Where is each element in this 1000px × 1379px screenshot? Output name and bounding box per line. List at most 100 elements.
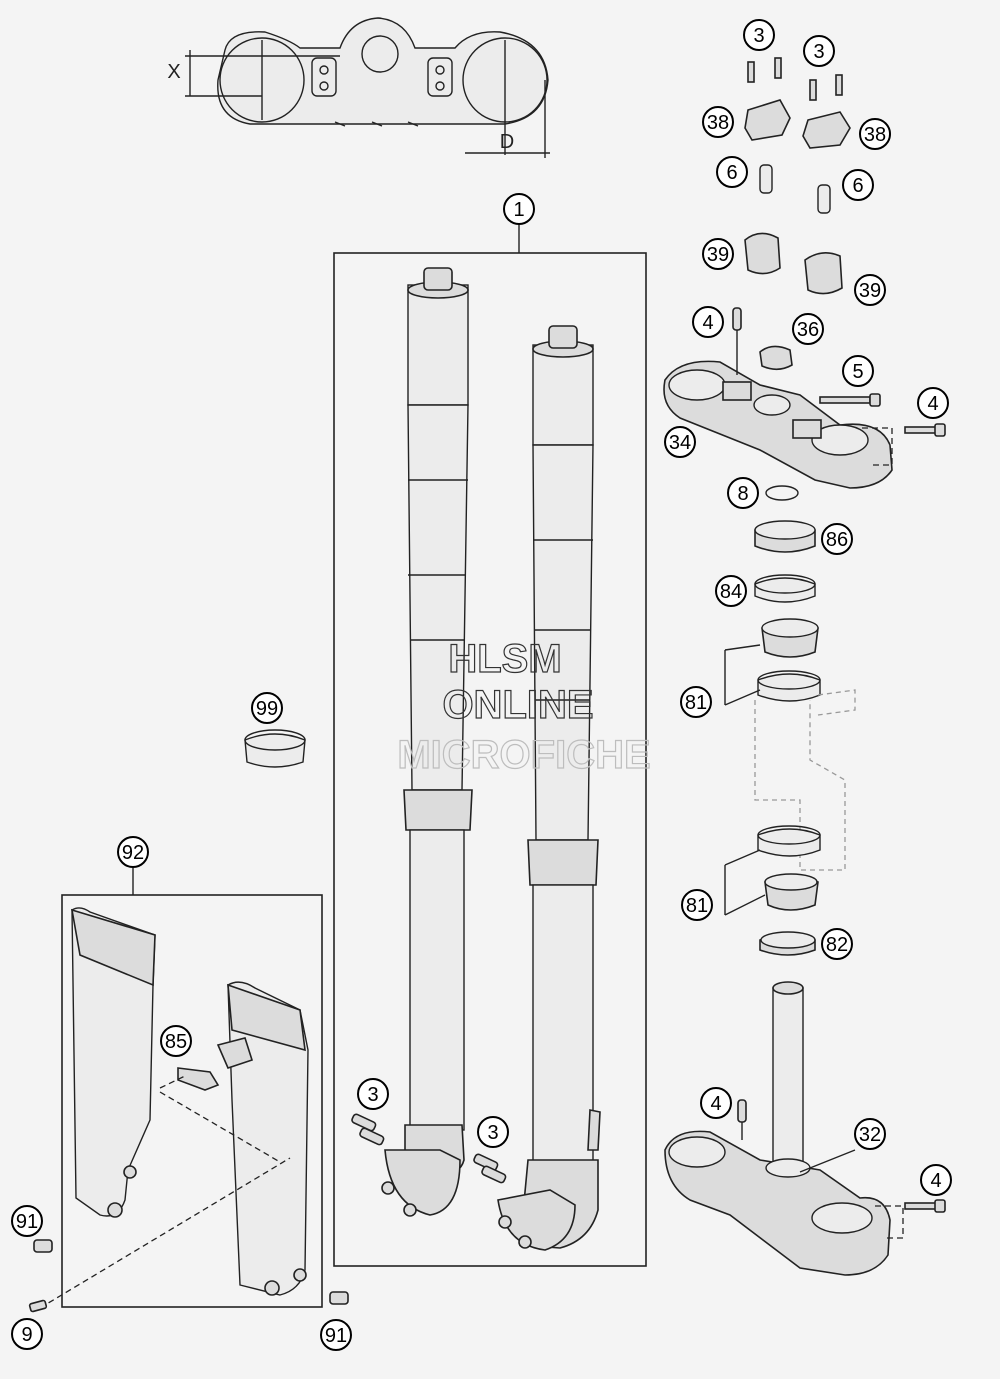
callout-label: 99	[256, 698, 278, 720]
callout-label: 38	[707, 112, 729, 134]
dimension-x-label: X	[167, 61, 180, 83]
callout-label: 39	[859, 280, 881, 302]
callout-label: 32	[859, 1124, 881, 1146]
callout-81a: 81	[680, 686, 712, 718]
callout-91b: 91	[320, 1319, 352, 1351]
callout-circle	[917, 387, 949, 419]
callout-label: 85	[165, 1031, 187, 1053]
watermark-line-1: HLSM	[448, 637, 561, 681]
callout-4a: 4	[692, 306, 724, 338]
fork-guard-group	[28, 868, 349, 1313]
lower-triple-clamp-32	[664, 981, 946, 1276]
brake-line-guide-85	[177, 1067, 220, 1091]
callout-label: 81	[686, 895, 708, 917]
callout-circle	[320, 1319, 352, 1351]
callout-circle	[680, 686, 712, 718]
callout-92: 92	[117, 836, 149, 868]
callout-circle	[160, 1025, 192, 1057]
callout-circle	[842, 355, 874, 387]
callout-circle	[842, 169, 874, 201]
callout-label: 6	[726, 162, 737, 184]
callout-circle	[920, 1164, 952, 1196]
callout-circle	[727, 477, 759, 509]
callout-38a: 38	[702, 106, 734, 138]
callout-circle	[11, 1318, 43, 1350]
callout-3b: 3	[803, 35, 835, 67]
watermark-line-2: ONLINE	[442, 683, 593, 727]
right-fork-leg	[497, 325, 601, 1251]
triple-clamp-dimension-drawing: X D	[167, 17, 550, 158]
callout-label: 34	[669, 432, 691, 454]
callout-label: 9	[21, 1324, 32, 1346]
callout-circle	[251, 692, 283, 724]
callout-circle	[716, 156, 748, 188]
watermark: HLSM ONLINE MICROFICHE	[397, 636, 652, 777]
callout-81b: 81	[681, 889, 713, 921]
callout-circle	[792, 313, 824, 345]
callout-label: 81	[685, 692, 707, 714]
callout-label: 84	[720, 581, 742, 603]
callout-circle	[700, 1087, 732, 1119]
callout-label: 36	[797, 319, 819, 341]
fork-group	[333, 222, 647, 1267]
callout-6b: 6	[842, 169, 874, 201]
fork-frame	[333, 252, 647, 1267]
callout-label: 4	[702, 312, 713, 334]
callout-circle	[681, 889, 713, 921]
callout-38b: 38	[859, 118, 891, 150]
callout-3a: 3	[743, 19, 775, 51]
callout-36: 36	[792, 313, 824, 345]
watermark-line-3: MICROFICHE	[397, 733, 650, 777]
fork-clamp-bolts-left	[351, 1113, 385, 1146]
callout-8: 8	[727, 477, 759, 509]
callout-circle	[715, 575, 747, 607]
callout-4c: 4	[700, 1087, 732, 1119]
callout-84: 84	[715, 575, 747, 607]
callout-circle	[117, 836, 149, 868]
callout-circle	[664, 426, 696, 458]
callout-circle	[11, 1205, 43, 1237]
callout-label: 92	[122, 842, 144, 864]
callout-label: 6	[852, 175, 863, 197]
callout-circle	[702, 238, 734, 270]
callout-label: 86	[826, 529, 848, 551]
callout-circle	[854, 274, 886, 306]
steering-bearing-stack	[724, 485, 856, 956]
callout-circle	[702, 106, 734, 138]
fork-guard-left	[71, 907, 156, 1217]
callout-circle	[692, 306, 724, 338]
top-nut-36	[759, 345, 793, 371]
callout-circle	[503, 193, 535, 225]
callout-32: 32	[854, 1118, 886, 1150]
callout-4d: 4	[920, 1164, 952, 1196]
fork-clamp-bolts-right	[473, 1153, 507, 1184]
callout-label: 1	[513, 199, 524, 221]
seal-ring-84	[754, 577, 816, 603]
callout-label: 3	[753, 25, 764, 47]
callout-label: 91	[16, 1211, 38, 1233]
callout-3d: 3	[477, 1116, 509, 1148]
callout-3c: 3	[357, 1078, 389, 1110]
callout-label: 4	[927, 393, 938, 415]
callout-39a: 39	[702, 238, 734, 270]
dimension-d-label: D	[500, 131, 514, 153]
callout-circle	[854, 1118, 886, 1150]
callout-label: 3	[487, 1122, 498, 1144]
callout-85: 85	[160, 1025, 192, 1057]
callout-34: 34	[664, 426, 696, 458]
callout-4b: 4	[917, 387, 949, 419]
callout-circle	[803, 35, 835, 67]
callout-6a: 6	[716, 156, 748, 188]
o-ring-8	[765, 485, 799, 501]
callout-5: 5	[842, 355, 874, 387]
callout-91a: 91	[11, 1205, 43, 1237]
callout-label: 91	[325, 1325, 347, 1347]
callout-label: 8	[737, 483, 748, 505]
callout-82: 82	[821, 928, 853, 960]
callout-label: 38	[864, 124, 886, 146]
callout-circle	[477, 1116, 509, 1148]
callout-label: 3	[367, 1084, 378, 1106]
